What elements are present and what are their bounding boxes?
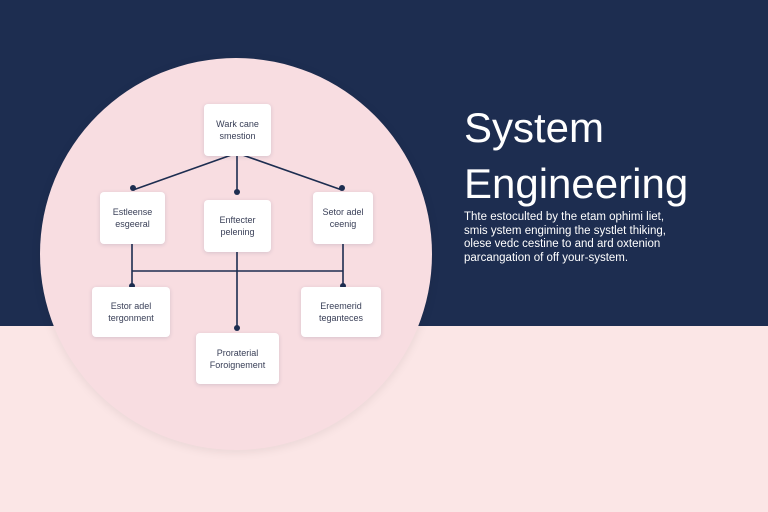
page-description: Thte estoculted by the etam ophimi liet,… [464,211,666,264]
connector-dot-bottom-center [234,325,240,331]
connector-dot-left [130,185,136,191]
node-top: Wark cane smestion [204,104,271,156]
node-center: Enftecter pelening [204,200,271,252]
connector-top-right [236,152,343,191]
connector-top-left [132,152,238,191]
node-bottom-left: Estor adel tergonment [92,287,170,337]
node-right: Setor adel ceenig [313,192,373,244]
node-bottom-center: Proraterial Foroignement [196,333,279,384]
connector-dot-center [234,189,240,195]
page-title: System Engineering [464,104,689,207]
connector-dot-right [339,185,345,191]
node-bottom-right: Ereemerid teganteces [301,287,381,337]
node-left: Estleense esgeeral [100,192,165,244]
